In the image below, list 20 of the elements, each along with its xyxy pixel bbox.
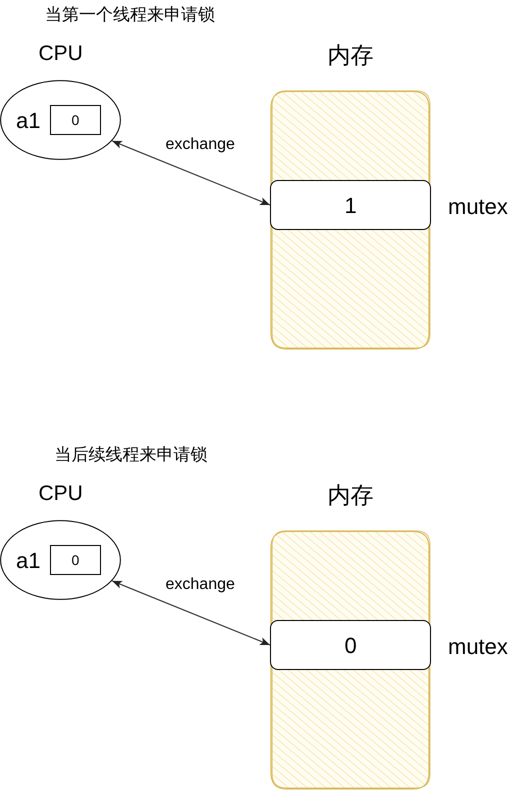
heading-text: 内存: [328, 42, 374, 68]
edge-label: exchange: [166, 576, 235, 594]
double-arrow: [112, 580, 270, 646]
variable-name: mutex: [448, 634, 508, 659]
section-title: 当后续线程来申请锁: [54, 445, 208, 465]
register-name: a1: [16, 108, 40, 133]
section-title: 当第一个线程来申请锁: [45, 5, 215, 25]
register-cell: [50, 545, 101, 575]
double-arrow: [112, 140, 270, 206]
edge-label: exchange: [166, 136, 235, 154]
register-cell: [50, 105, 101, 135]
register-name: a1: [16, 548, 40, 573]
value-text: 0: [72, 112, 80, 128]
heading-text: 内存: [328, 482, 374, 508]
variable-name: mutex: [448, 194, 508, 219]
heading-text: CPU: [38, 482, 83, 506]
value-text: 1: [344, 192, 357, 218]
heading-text: CPU: [38, 42, 83, 66]
value-text: 0: [344, 632, 357, 658]
value-text: 0: [72, 552, 80, 568]
